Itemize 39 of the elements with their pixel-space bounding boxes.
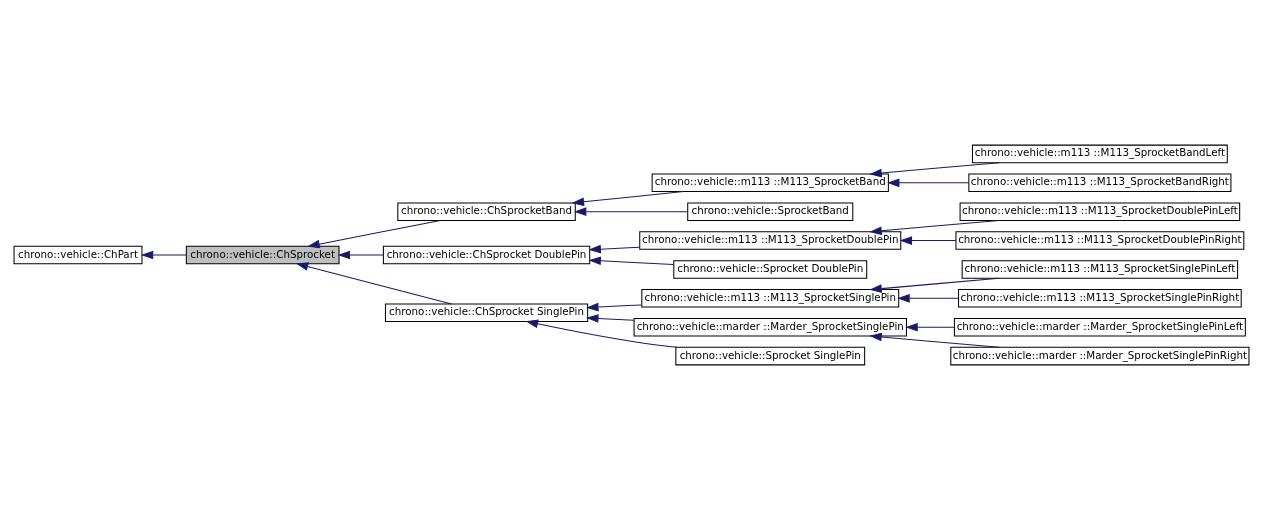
arrow (586, 302, 642, 311)
node-box: chrono::vehicle::ChSprocketBand (397, 201, 576, 221)
node-box: chrono::vehicle::m113 ::M113_SprocketBand (651, 173, 889, 192)
node-box: chrono::vehicle::ChSprocket SinglePin (384, 303, 589, 322)
node-box: chrono::vehicle::m113 ::M113_SprocketSinglePinLeft (961, 259, 1239, 279)
arrow (897, 293, 959, 303)
arrow (905, 322, 955, 332)
node-box: chrono::vehicle::m113 ::M113_SprocketDoublePin (639, 230, 902, 250)
node-box: chrono::vehicle::SprocketBand (687, 201, 854, 221)
arrow (525, 319, 678, 348)
node-box: chrono::vehicle::Sprocket DoublePin (673, 259, 868, 279)
arrow (140, 250, 187, 259)
node-box: chrono::vehicle::m113 ::M113_SprocketDoublePinRight (955, 230, 1245, 250)
arrow (887, 177, 970, 187)
node-box: chrono::vehicle::m113 ::M113_SprocketSinglePin (641, 288, 900, 308)
arrow (869, 219, 1000, 235)
arrow (337, 250, 384, 259)
arrow (588, 244, 640, 253)
arrow (869, 332, 1000, 348)
arrow (571, 190, 684, 206)
node-box: chrono::vehicle::m113 ::M113_SprocketSinglePinRight (958, 288, 1242, 308)
arrow (574, 206, 689, 216)
arrow (586, 313, 635, 323)
arrow (295, 261, 453, 304)
node-box: chrono::vehicle::marder ::Marder_SprocketSinglePinLeft (953, 317, 1246, 336)
node-box: chrono::vehicle::m113 ::M113_SprocketBandLeft (971, 144, 1228, 163)
node-box: chrono::vehicle::m113 ::M113_SprocketBandRight (968, 173, 1232, 192)
node-box: chrono::vehicle::m113 ::M113_SprocketDoublePinLeft (959, 201, 1241, 221)
node-box: chrono::vehicle::marder ::Marder_SprocketSinglePinRight (950, 346, 1250, 365)
arrow (869, 277, 1000, 293)
node-box: chrono::vehicle::marder ::Marder_SprocketSinglePin (633, 317, 907, 336)
node-box: chrono::vehicle::ChPart (13, 245, 143, 264)
node-box: chrono::vehicle::ChSprocket DoublePin (382, 245, 591, 264)
arrow (869, 161, 1000, 177)
arrow (307, 219, 441, 248)
node-box: chrono::vehicle::ChSprocket (185, 245, 340, 264)
arrow (588, 256, 674, 265)
node-box: chrono::vehicle::Sprocket SinglePin (675, 346, 866, 365)
arrow (899, 235, 957, 245)
